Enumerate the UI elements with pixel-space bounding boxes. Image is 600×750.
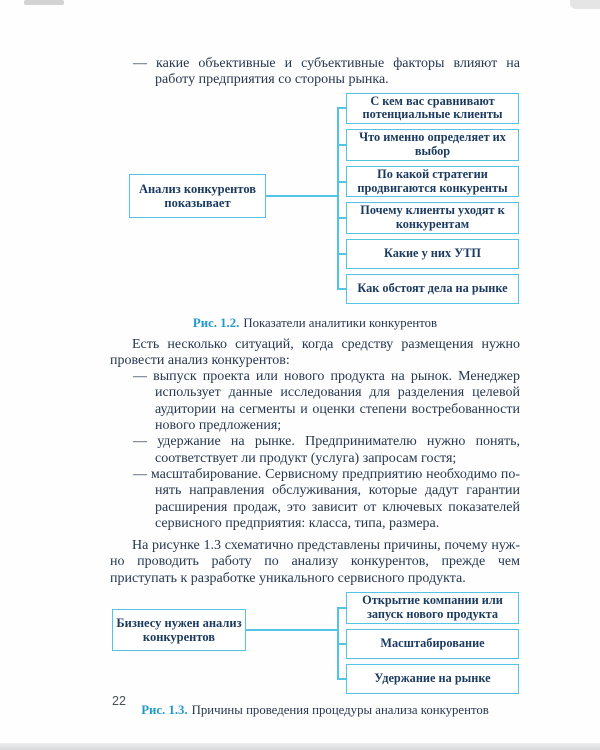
figure-1-2-diagram: Анализ конкурентов показывает С кем вас … — [110, 92, 520, 309]
figure-caption-text: Причины проведения процедуры анализа кон… — [191, 703, 489, 718]
scan-edge-bottom — [0, 743, 600, 750]
diagram-box: Масштабирование — [336, 628, 519, 659]
page-content: — какие объективные и субъективные факто… — [110, 56, 520, 718]
figure-caption-text: Показатели аналитики конкурентов — [243, 315, 438, 330]
list-item: — удержание на рынке. Предпринимателю ну… — [133, 434, 520, 466]
diagram-branch-column: С кем вас сравнивают потенциальные клиен… — [336, 92, 519, 304]
figure-1-2-caption: Рис. 1.2.Показатели аналитики конкуренто… — [110, 316, 520, 331]
diagram-box: С кем вас сравнивают потенциальные клиен… — [336, 92, 519, 125]
diagram-box: Удержание на рынке — [336, 663, 519, 694]
connector-line — [266, 194, 337, 197]
connector-line — [246, 629, 337, 632]
connector-trunk — [337, 108, 339, 289]
diagram-box: Какие у них УТП — [336, 238, 519, 269]
diagram-box: По какой стратегии продвигаются конкурен… — [336, 165, 519, 198]
figure-caption-label: Рис. 1.2. — [192, 315, 240, 330]
figure-caption-label: Рис. 1.3. — [141, 703, 188, 718]
figure-1-3-diagram: Бизнесу нужен анализ конкурентов Открыти… — [110, 592, 520, 696]
paragraph: Есть несколько ситуаций, когда средству … — [110, 336, 520, 368]
diagram-root-box: Анализ конкурентов показывает — [129, 173, 266, 218]
list-item: — масштабирование. Сервисному предприяти… — [133, 466, 520, 531]
diagram-box: Как обстоят дела на рынке — [336, 273, 519, 304]
diagram-box: Почему клиенты уходят к конкурентам — [336, 202, 519, 234]
intro-list-item: — какие объективные и субъективные факто… — [133, 56, 520, 88]
figure-1-3-caption: Рис. 1.3.Причины проведения процедуры ан… — [110, 703, 520, 718]
diagram-box: Что именно определяет их выбор — [336, 129, 519, 161]
diagram-box: Открытие компании или запуск нового прод… — [336, 592, 519, 624]
page-number: 22 — [112, 694, 126, 708]
diagram-root-box: Бизнесу нужен анализ конкурентов — [112, 609, 246, 652]
situations-list: — выпуск проекта или нового продукта на … — [110, 369, 520, 532]
scan-smudge-top-left — [24, 0, 64, 5]
scan-smudge-top-right — [570, 0, 600, 9]
list-item: — выпуск проекта или нового продукта на … — [133, 369, 520, 434]
diagram-branch-column: Открытие компании или запуск нового прод… — [336, 592, 519, 694]
paragraph: На рисунке 1.3 схематично представлены п… — [110, 538, 520, 586]
